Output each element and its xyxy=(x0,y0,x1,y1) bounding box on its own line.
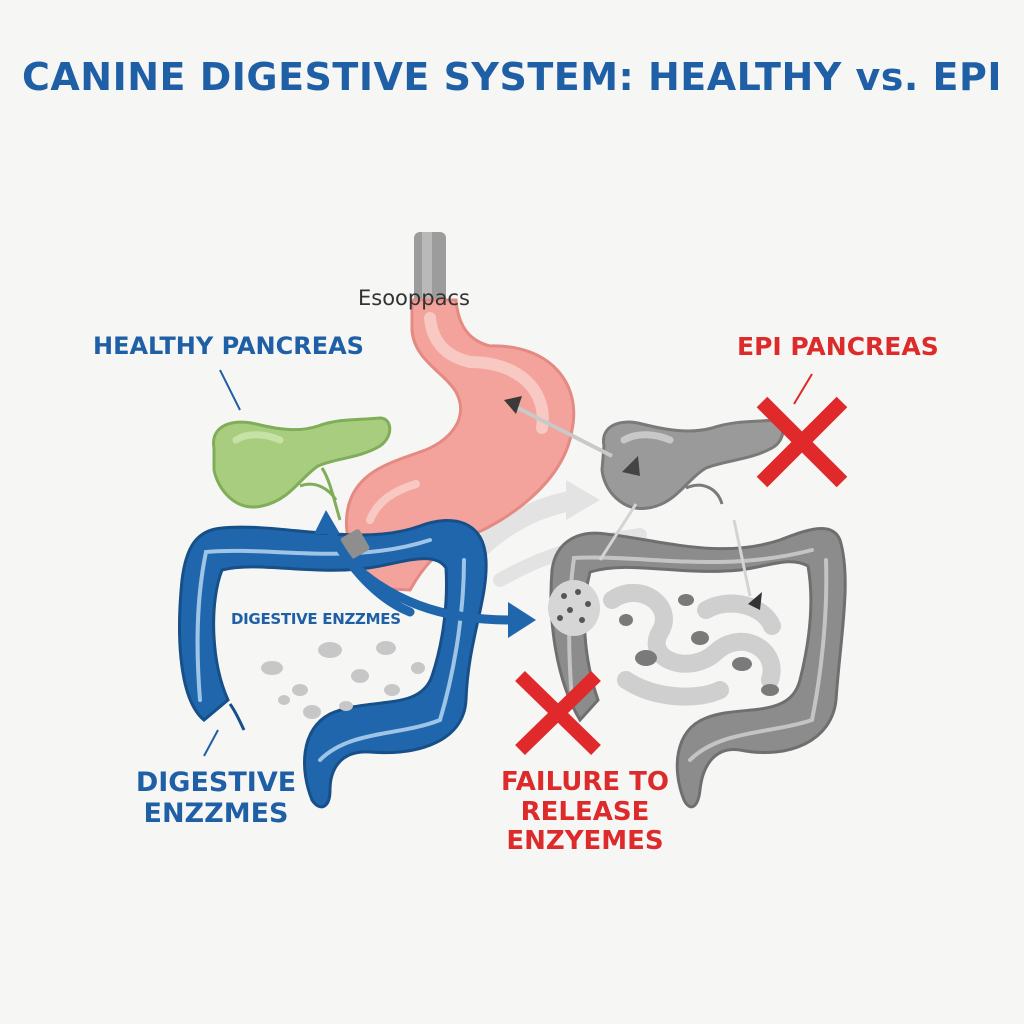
enzyme-flow-arrows xyxy=(325,525,515,625)
blocked-dots xyxy=(557,589,591,623)
enzyme-arrowhead-icon xyxy=(508,602,536,638)
food-particles xyxy=(261,641,425,719)
leader-lines xyxy=(203,369,813,757)
stomach-to-pancreas-arrow xyxy=(504,396,752,597)
digestive-enzymes-line-1: DIGESTIVE xyxy=(135,767,297,798)
esophagus-tube xyxy=(414,232,446,312)
enzyme-arrowhead-up-icon xyxy=(314,510,340,534)
failure-line-2: RELEASE xyxy=(520,796,650,827)
epi-pancreas-label: EPI PANCREAS xyxy=(737,332,939,361)
cross-mark-icon xyxy=(756,396,848,488)
stomach xyxy=(345,298,576,592)
epi-intestine xyxy=(548,526,847,809)
healthy-pancreas xyxy=(212,416,392,521)
digestive-enzymes-inner-label: DIGESTIVE ENZZMES xyxy=(231,610,401,628)
background-arrowhead-icon xyxy=(566,480,600,520)
epi-small-intestine xyxy=(603,583,781,706)
digestive-enzymes-line-2: ENZZMES xyxy=(143,797,289,829)
epi-pancreas-arrowhead-icon xyxy=(622,456,640,476)
healthy-intestine xyxy=(178,519,488,809)
failure-line-3: ENZYEMES xyxy=(506,826,664,857)
blocked-enzyme-patch xyxy=(548,580,600,636)
failure-label: FAILURE TO RELEASE ENZYEMES xyxy=(490,767,680,857)
cross-mark-icon xyxy=(515,670,601,756)
duodenum-connector xyxy=(340,529,370,559)
page-title: CANINE DIGESTIVE SYSTEM: HEALTHY vs. EPI xyxy=(21,55,1003,99)
epi-undigested-particles xyxy=(619,594,779,696)
digestive-enzymes-label: DIGESTIVE ENZZMES xyxy=(116,767,316,830)
failure-line-1: FAILURE TO xyxy=(501,767,669,797)
esophagus-label: Esooppacs xyxy=(358,286,470,310)
small-arrowhead-icon xyxy=(748,592,762,610)
healthy-pancreas-label: HEALTHY PANCREAS xyxy=(93,332,364,360)
epi-pancreas xyxy=(600,418,785,510)
